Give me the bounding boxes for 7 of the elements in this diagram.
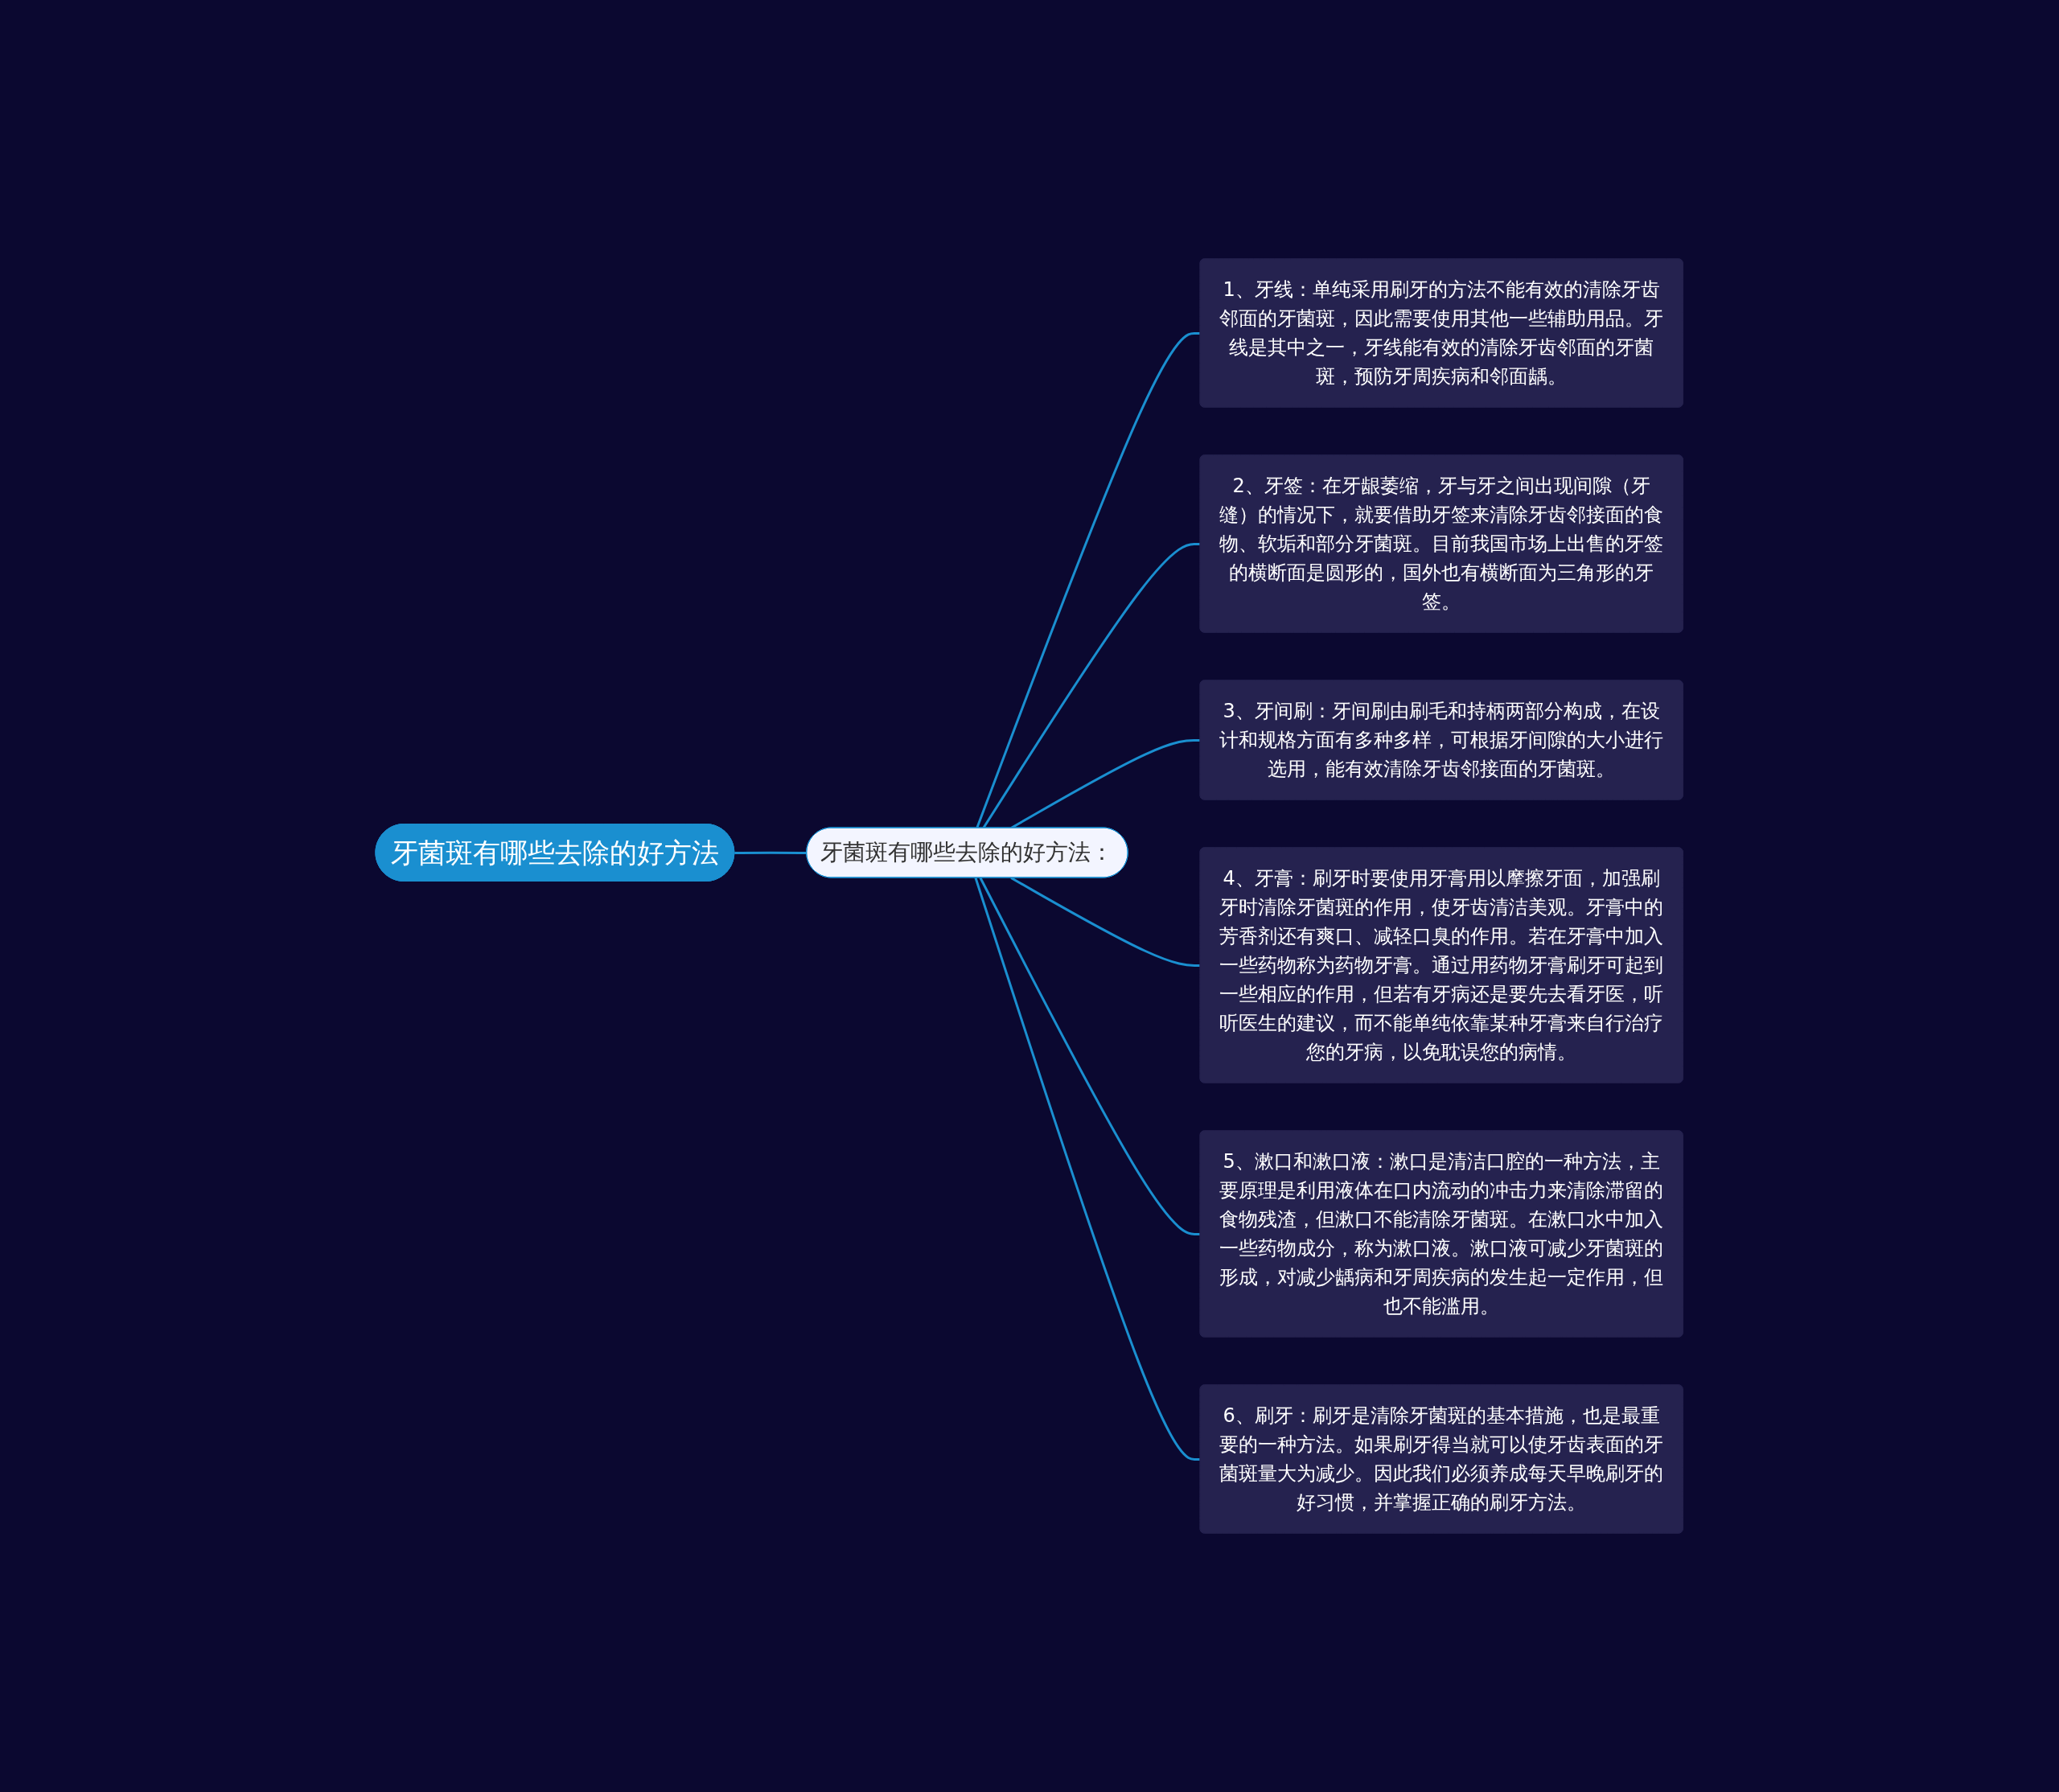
- connector: [982, 542, 1202, 829]
- connector: [976, 331, 1202, 829]
- connector: [1010, 738, 1202, 829]
- connector: [734, 851, 808, 854]
- connector: [1010, 877, 1202, 967]
- connector: [975, 878, 1202, 1461]
- connector: [980, 877, 1202, 1235]
